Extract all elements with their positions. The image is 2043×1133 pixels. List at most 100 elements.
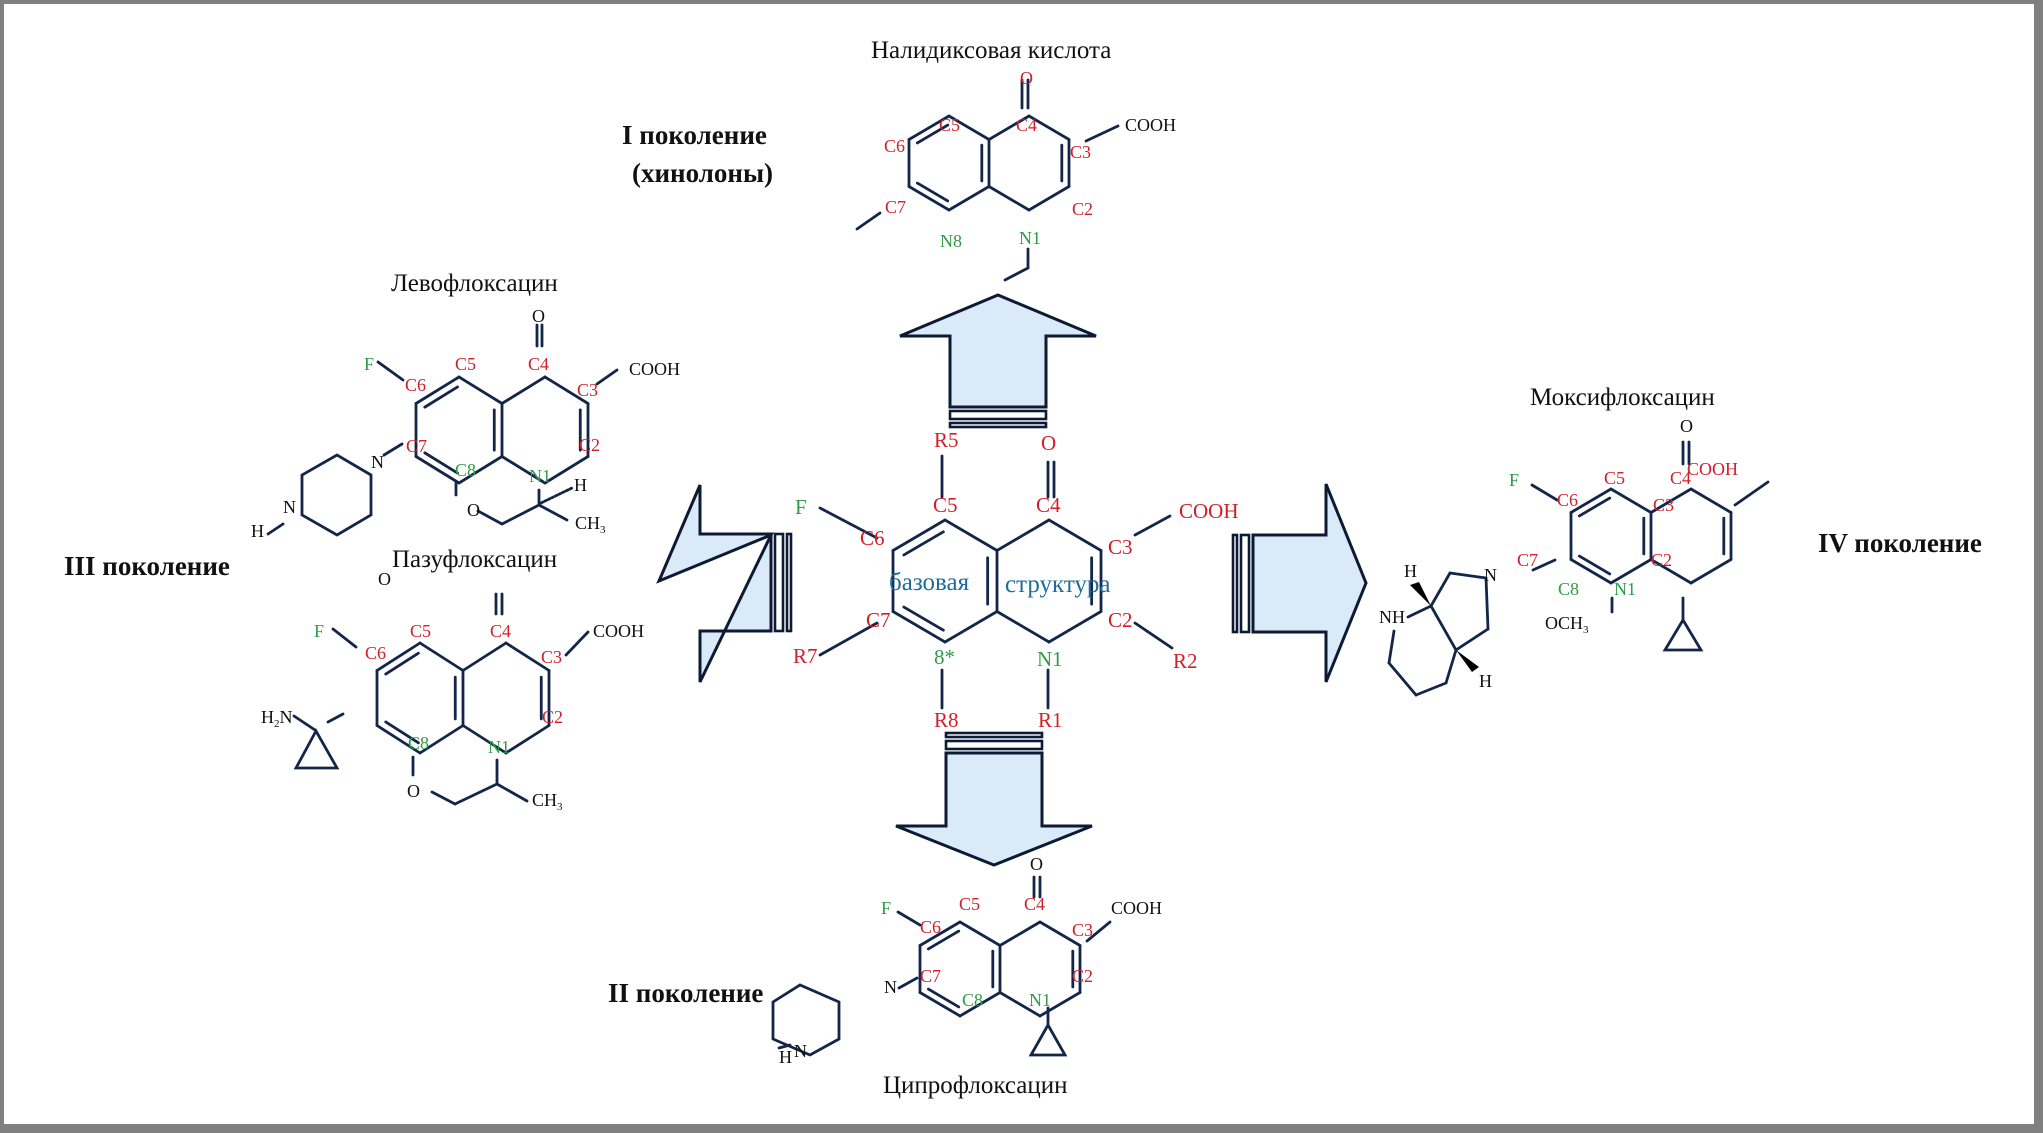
double-bond-inner xyxy=(902,605,945,632)
atom-label: N1 xyxy=(529,466,551,486)
pyrrolidine-bond xyxy=(1484,576,1490,631)
core-label-c2: C2 xyxy=(1108,608,1133,632)
ring-bond xyxy=(918,991,962,1018)
atom-label: N xyxy=(1484,565,1497,585)
atom-label: C8 xyxy=(1558,579,1579,599)
arrow-left-to-generation-3 xyxy=(656,484,793,683)
ring-bond xyxy=(1569,558,1613,585)
atom-label: C4 xyxy=(1670,468,1691,488)
ring-bond xyxy=(1047,610,1103,644)
atom-label: C7 xyxy=(406,436,427,456)
ring-bond xyxy=(1569,487,1613,514)
ethyl-bond xyxy=(1003,266,1030,282)
generation-4-label: IV поколение xyxy=(1818,528,1982,558)
ring-bond xyxy=(418,724,465,755)
atom-label: N xyxy=(884,977,897,997)
ring-bond xyxy=(1609,558,1653,585)
atom-label: C3 xyxy=(541,647,562,667)
ring-bond xyxy=(891,518,947,552)
ring-bond xyxy=(995,610,1051,644)
ring-bond xyxy=(457,375,504,405)
ring-bond xyxy=(1027,185,1071,212)
o-ch2-bond xyxy=(430,790,457,806)
arrow-right-to-generation-4 xyxy=(1231,483,1368,683)
atom-label-subscript: 3 xyxy=(600,524,606,536)
f-bond xyxy=(376,360,405,382)
ring-bond xyxy=(414,455,461,485)
piperidine-bond xyxy=(1387,629,1396,665)
cooh-bond xyxy=(1133,514,1172,537)
atom-label: H xyxy=(574,475,587,495)
ring-bond xyxy=(987,185,1031,212)
base-structure: базовая структура F C6 C5 C4 O R5 C3 COO… xyxy=(793,428,1239,732)
ring-bond xyxy=(947,185,991,212)
atom-label: C8 xyxy=(408,733,429,753)
cyclopropyl-ring xyxy=(293,728,340,770)
pyrrolidine-bond xyxy=(1448,571,1488,580)
atom-label: N xyxy=(371,452,384,472)
atom-label: O xyxy=(407,781,420,801)
r2-bond xyxy=(1133,621,1174,650)
atom-label: O xyxy=(378,569,391,589)
piperazine-ring xyxy=(771,983,841,1057)
cyclopropyl-ring xyxy=(1028,1022,1068,1057)
ring-bond xyxy=(1689,558,1733,585)
n-c7-bond xyxy=(382,442,404,457)
nh-bond xyxy=(266,522,285,536)
atom-label: O xyxy=(1020,68,1033,88)
atom-label: C7 xyxy=(920,966,941,986)
core-label-c7: C7 xyxy=(866,608,891,632)
atom-label: H xyxy=(251,521,264,541)
core-label-c3: C3 xyxy=(1108,535,1133,559)
ring-bond xyxy=(543,375,590,405)
atom-label: COOH xyxy=(1687,459,1738,479)
ring-bond xyxy=(1689,487,1733,514)
atom-label: C8 xyxy=(962,990,983,1010)
piperidine-bond xyxy=(1387,661,1418,697)
ring-bond xyxy=(958,991,1002,1018)
core-label-position-8: 8* xyxy=(934,645,955,669)
double-bond-inner xyxy=(926,987,961,1009)
r7-bond xyxy=(818,621,879,657)
ring-bond xyxy=(504,724,551,755)
atom-label: C2 xyxy=(579,435,600,455)
atom-label: C6 xyxy=(884,136,905,156)
atom-label: N1 xyxy=(1029,990,1051,1010)
cooh-bond xyxy=(595,368,619,386)
atom-label-subscript: 2 xyxy=(274,718,280,730)
pyrrolidine-bond xyxy=(1454,627,1490,652)
f-bond xyxy=(896,910,922,927)
compound-moxifloxacin: Моксифлоксацин O F C5 C4 COOH C6 C3 C7 C… xyxy=(1379,384,1738,691)
compound-pazufloxacin: Пазуфлоксацин O F C5 C4 C6 C3 COOH C2 H2… xyxy=(261,546,644,813)
ring-bond xyxy=(1609,487,1653,514)
core-label-r7: R7 xyxy=(793,644,818,668)
piperidine-bond xyxy=(1414,681,1448,697)
ring-bond xyxy=(958,920,1002,947)
ch-ch3-bond xyxy=(495,782,529,803)
atom-label: C3 xyxy=(1072,920,1093,940)
nh-bond xyxy=(1406,604,1433,619)
atom-label: C2 xyxy=(542,707,563,727)
ring-bond xyxy=(543,455,590,485)
ring-bond xyxy=(375,641,422,672)
ring-bond xyxy=(943,518,999,552)
ring-bond xyxy=(987,114,1031,141)
ring-bond xyxy=(461,724,508,755)
double-bond-inner xyxy=(915,181,950,203)
atom-label: C8 xyxy=(455,460,476,480)
cooh-bond xyxy=(1084,124,1120,143)
double-bond-inner xyxy=(384,651,420,676)
generation-1-sublabel: (хинолоны) xyxy=(632,158,773,188)
double-bond-inner xyxy=(423,451,459,475)
core-label-c6: C6 xyxy=(860,526,885,550)
core-label-r2: R2 xyxy=(1173,649,1198,673)
ring-fusion-bond xyxy=(1429,604,1458,652)
compound-ciprofloxacin: Ципрофлоксацин O F C5 C4 C6 C3 COOH C7 C… xyxy=(779,854,1162,1099)
atom-label: H xyxy=(779,1047,792,1067)
core-caption-left: базовая xyxy=(889,569,970,596)
core-label-c4: C4 xyxy=(1036,493,1061,517)
generation-2-label: II поколение xyxy=(608,978,763,1008)
atom-label-main: N xyxy=(280,707,293,727)
pyrrolidine-bond xyxy=(1429,571,1452,608)
